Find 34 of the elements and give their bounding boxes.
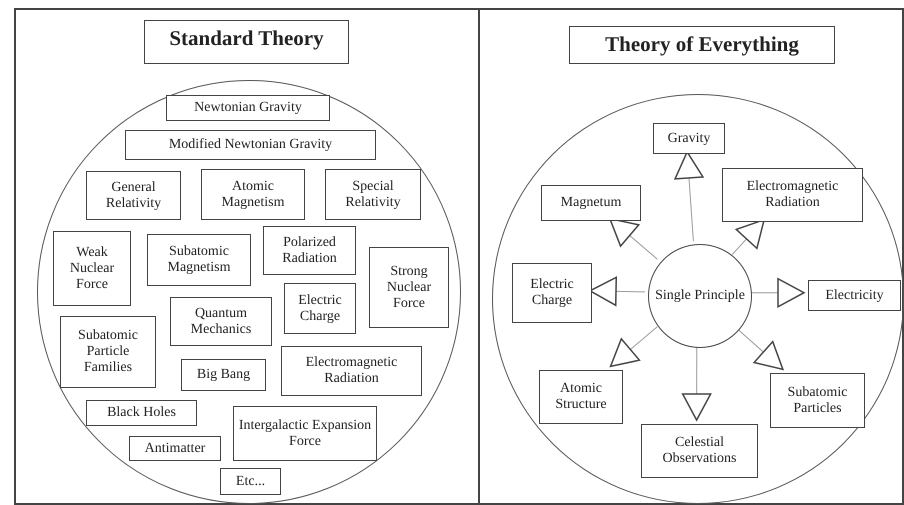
- concept-box: Etc...: [220, 468, 281, 495]
- concept-box: Electromagnetic Radiation: [281, 346, 422, 396]
- concept-box: General Relativity: [86, 171, 181, 220]
- concept-box: Polarized Radiation: [263, 226, 356, 275]
- concept-box: Intergalactic Expansion Force: [233, 406, 377, 461]
- concept-box: Subatomic Particle Families: [60, 316, 156, 388]
- concept-box: Special Relativity: [325, 169, 421, 220]
- circle-outline: [37, 80, 461, 504]
- concept-box: Gravity: [653, 123, 725, 154]
- concept-box: Magnetum: [541, 185, 641, 221]
- circle-outline: [492, 94, 904, 504]
- panel-frame: [14, 8, 480, 505]
- concept-box: Quantum Mechanics: [170, 297, 272, 346]
- concept-box: Atomic Structure: [539, 370, 623, 424]
- concept-box: Black Holes: [86, 400, 197, 426]
- concept-box: Electric Charge: [512, 263, 592, 323]
- concept-box: Celestial Observations: [641, 424, 758, 478]
- concept-box: Electromagnetic Radiation: [722, 168, 863, 222]
- concept-box: Big Bang: [181, 359, 266, 391]
- concept-box: Electric Charge: [284, 283, 356, 334]
- concept-box: Newtonian Gravity: [166, 95, 330, 121]
- concept-box: Electricity: [808, 280, 901, 311]
- panel-heading: Standard Theory: [144, 20, 349, 64]
- panel-frame: [478, 8, 904, 505]
- triangle-arrow: [609, 326, 658, 368]
- concept-box: Subatomic Particles: [770, 373, 865, 428]
- concept-box: Strong Nuclear Force: [369, 247, 449, 328]
- concept-box: Antimatter: [129, 436, 221, 461]
- concept-circle: Single Principle: [648, 244, 752, 348]
- concept-box: Weak Nuclear Force: [53, 231, 131, 306]
- panel-heading: Theory of Everything: [569, 26, 835, 64]
- concept-box: Atomic Magnetism: [201, 169, 305, 220]
- concept-box: Modified Newtonian Gravity: [125, 130, 376, 160]
- concept-box: Subatomic Magnetism: [147, 234, 251, 286]
